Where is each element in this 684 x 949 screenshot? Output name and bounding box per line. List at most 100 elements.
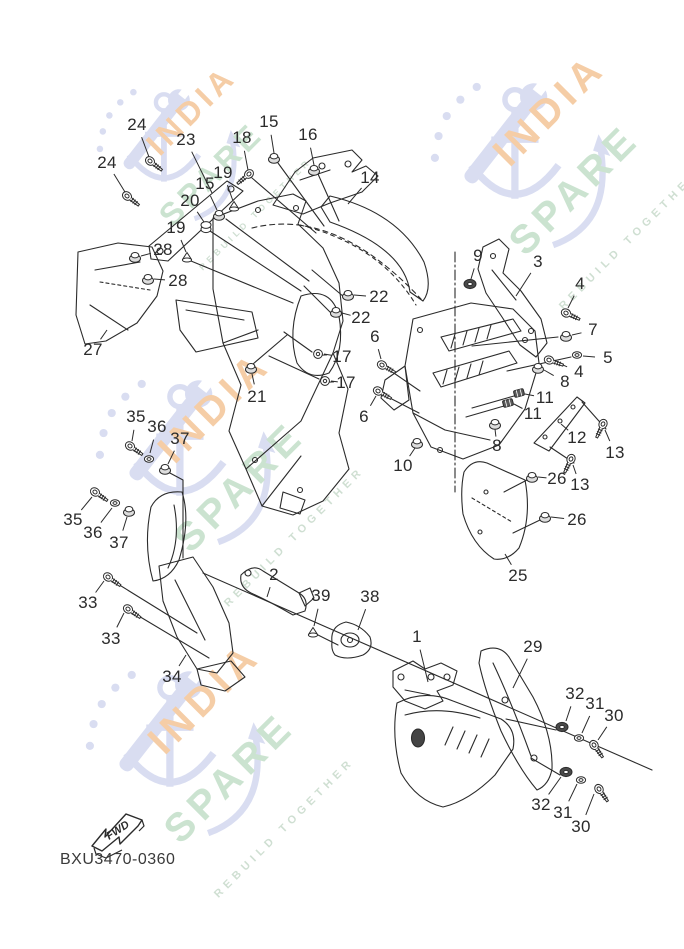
leader-line-17 xyxy=(323,353,333,356)
fastener-grommet-icon xyxy=(463,278,477,290)
windshield-dashed-outline xyxy=(251,223,422,300)
fastener-screw-icon xyxy=(592,782,612,805)
fastener-nut-icon xyxy=(123,506,135,517)
part-fin-panel xyxy=(146,491,187,582)
fastener-washer-icon xyxy=(143,455,155,463)
fastener-cone-icon xyxy=(307,627,319,638)
diagram-code: BXU3470-0360 xyxy=(60,851,176,868)
leader-line-2 xyxy=(266,586,271,598)
fastener-screw-icon xyxy=(234,167,256,188)
fastener-nut-icon xyxy=(159,464,171,475)
leader-line-28 xyxy=(140,252,152,257)
leader-line-7 xyxy=(571,332,582,336)
fastener-washer-icon xyxy=(109,499,121,507)
leader-line-31 xyxy=(568,783,578,802)
fastener-nut-icon xyxy=(342,290,354,301)
fastener-nut-icon xyxy=(142,274,154,285)
fastener-grommet-icon xyxy=(555,721,569,733)
assembly-reference-lines xyxy=(112,162,653,776)
fastener-washer-icon xyxy=(575,776,587,784)
part-top-bracket xyxy=(272,149,379,215)
leader-line-36 xyxy=(149,439,155,454)
leader-line-18 xyxy=(243,150,249,171)
leader-line-24 xyxy=(113,173,126,193)
part-brace-14 xyxy=(299,195,429,306)
leader-line-13 xyxy=(572,464,577,475)
part-blade-29 xyxy=(478,647,553,791)
leader-line-28 xyxy=(153,278,166,281)
leader-line-14 xyxy=(347,187,362,205)
fastener-grommet-icon xyxy=(559,766,573,778)
leader-line-4 xyxy=(567,295,575,309)
leader-line-1 xyxy=(419,649,429,683)
leader-line-16 xyxy=(310,147,315,166)
fastener-button-icon xyxy=(319,375,336,389)
fastener-screw-icon xyxy=(121,602,144,622)
fastener-nut-icon xyxy=(213,210,225,221)
leader-line-32 xyxy=(548,776,562,795)
fastener-screw-icon xyxy=(559,306,582,324)
leader-line-33 xyxy=(95,580,105,593)
leader-line-37 xyxy=(167,450,175,465)
fastener-washer-icon xyxy=(573,734,585,742)
part-strip-12 xyxy=(533,396,586,452)
fastener-nut-icon xyxy=(129,252,141,263)
fastener-clip-icon xyxy=(501,397,515,409)
part-bracket-3 xyxy=(477,238,548,358)
leader-line-6 xyxy=(369,395,377,406)
fastener-nut-icon xyxy=(489,419,501,430)
part-bracket-assembly-1 xyxy=(392,660,458,710)
fastener-washer-icon xyxy=(571,351,583,359)
fastener-icons-layer xyxy=(88,153,612,805)
leader-line-8 xyxy=(543,369,554,377)
leader-line-13 xyxy=(604,429,611,442)
leader-line-17 xyxy=(330,380,338,383)
leader-line-12 xyxy=(560,423,569,431)
fastener-screw-icon xyxy=(375,358,398,377)
fastener-nut-icon xyxy=(308,165,320,176)
leader-line-23 xyxy=(191,151,213,194)
part-garnish-plate xyxy=(175,299,259,353)
fastener-button-icon xyxy=(312,348,329,362)
leader-line-31 xyxy=(581,715,591,734)
leader-line-26 xyxy=(537,476,547,479)
leader-line-10 xyxy=(409,447,416,457)
fastener-nut-icon xyxy=(245,363,257,374)
leader-line-26 xyxy=(550,516,565,519)
part-inner-cover-27 xyxy=(75,242,164,345)
leader-line-19 xyxy=(180,239,187,253)
fastener-cone-icon xyxy=(181,252,193,263)
leader-line-30 xyxy=(597,726,608,741)
fastener-screw-icon xyxy=(101,570,124,590)
leader-line-6 xyxy=(377,348,382,360)
leader-line-22 xyxy=(353,294,367,297)
leader-line-9 xyxy=(470,268,475,280)
fastener-screw-icon xyxy=(542,354,565,370)
fastener-screw-icon xyxy=(123,439,146,459)
leader-line-35 xyxy=(131,429,135,442)
fwd-direction-marker: FWD xyxy=(91,813,145,859)
leader-line-39 xyxy=(313,608,319,627)
part-pad-38 xyxy=(331,621,372,659)
leader-line-25 xyxy=(504,553,512,566)
leader-line-5 xyxy=(582,355,596,358)
fastener-nut-icon xyxy=(526,472,538,483)
leader-line-30 xyxy=(585,793,595,816)
leader-line-11 xyxy=(524,393,535,397)
fastener-screw-icon xyxy=(88,485,111,505)
leader-line-27 xyxy=(100,329,108,340)
fastener-nut-icon xyxy=(539,512,551,523)
leader-line-38 xyxy=(357,609,367,631)
part-lower-cowl xyxy=(394,694,515,808)
leader-line-32 xyxy=(565,706,572,722)
leader-line-8 xyxy=(494,428,497,437)
part-stay-2 xyxy=(240,567,315,616)
fastener-nut-icon xyxy=(532,363,544,374)
leader-line-36 xyxy=(100,507,113,523)
fwd-arrow-icon xyxy=(91,813,143,852)
fastener-nut-icon xyxy=(268,153,280,164)
leader-line-19 xyxy=(226,185,234,202)
leader-line-22 xyxy=(341,312,351,316)
leader-line-21 xyxy=(251,373,255,385)
leader-line-35 xyxy=(80,496,93,511)
